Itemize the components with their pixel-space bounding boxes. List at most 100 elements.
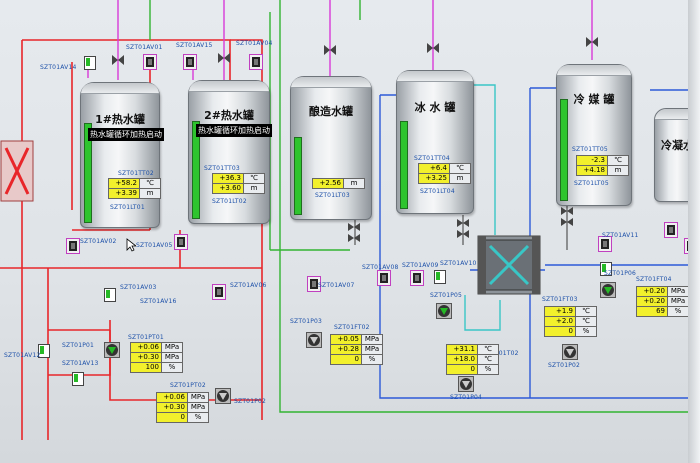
pump-icon[interactable] xyxy=(104,342,120,358)
status-indicator-av14[interactable] xyxy=(84,56,96,70)
tag-ft04: SZT01FT04 xyxy=(636,276,672,283)
reading-value: +0.20 xyxy=(636,286,668,297)
reading-value: 0 xyxy=(156,412,188,423)
manual-valve-icon[interactable] xyxy=(426,42,440,54)
hot-water-tank-2[interactable]: 2#热水罐 xyxy=(188,80,270,224)
reading-value: +0.28 xyxy=(330,344,362,355)
tag-av16: SZT01AV16 xyxy=(140,298,177,305)
status-indicator-p06[interactable] xyxy=(600,262,612,276)
tag-ft03: SZT01FT03 xyxy=(542,296,578,303)
tag-av08: SZT01AV08 xyxy=(362,264,399,271)
reading-value: 100 xyxy=(130,362,162,373)
tank-1-level-tag: SZT01LT01 xyxy=(110,204,145,211)
reading-value: +0.30 xyxy=(156,402,188,413)
tag-av02: SZT01AV02 xyxy=(80,238,117,245)
actuated-valve-av02[interactable] xyxy=(66,238,80,254)
cooling-tower-icon[interactable] xyxy=(0,140,34,202)
status-indicator-av10[interactable] xyxy=(434,270,446,284)
unit: ℃ xyxy=(243,173,265,184)
tag-av04: SZT01AV04 xyxy=(236,40,273,47)
tag-av10: SZT01AV10 xyxy=(440,260,477,267)
reading-unit: % xyxy=(361,354,383,365)
reading-value: +0.05 xyxy=(330,334,362,345)
tag-av11: SZT01AV11 xyxy=(602,232,639,239)
tag-av07: SZT01AV07 xyxy=(318,282,355,289)
reading-value: 0 xyxy=(544,326,576,337)
hot-water-tank-1[interactable]: 1#热水罐 xyxy=(80,82,160,228)
outlet-valve-icon[interactable] xyxy=(560,206,574,236)
manual-valve-icon[interactable] xyxy=(111,54,125,66)
tank-4-temp: +6.4 xyxy=(418,163,450,174)
tank-5-name: 冷 媒 罐 xyxy=(573,93,615,106)
actuated-valve-av15[interactable] xyxy=(183,54,197,70)
unit: ℃ xyxy=(607,155,629,166)
ice-water-tank[interactable]: 冰 水 罐 xyxy=(396,70,474,214)
tag-av03: SZT01AV03 xyxy=(120,284,157,291)
reading-unit: % xyxy=(187,412,209,423)
actuated-valve-av09[interactable] xyxy=(410,270,424,286)
reading-unit: ℃ xyxy=(477,344,499,355)
reading-unit: ℃ xyxy=(575,316,597,327)
pump-icon[interactable] xyxy=(215,388,231,404)
monitor-bezel xyxy=(688,0,700,463)
brewing-water-tank[interactable]: 酿造水罐 xyxy=(290,76,372,220)
manual-valve-icon[interactable] xyxy=(585,36,599,48)
reading-unit: % xyxy=(667,306,689,317)
tank-1-name: 1#热水罐 xyxy=(95,113,145,126)
tank-1-temp: +58.2 xyxy=(108,178,140,189)
reading-unit: MPa xyxy=(361,344,383,355)
tag-p02: SZT01P02 xyxy=(234,398,267,405)
tag-av15: SZT01AV15 xyxy=(176,42,213,49)
actuated-valve-av08[interactable] xyxy=(377,270,391,286)
tank-2-level-bar xyxy=(192,121,200,219)
outlet-valve-icon[interactable] xyxy=(456,218,470,242)
pump-icon[interactable] xyxy=(562,344,578,360)
pump-icon[interactable] xyxy=(600,282,616,298)
tag-cr01: CR01T02 xyxy=(490,350,519,357)
status-indicator-av13[interactable] xyxy=(72,372,84,386)
manual-valve-icon[interactable] xyxy=(217,52,231,64)
outlet-valve-icon[interactable] xyxy=(347,222,361,246)
tag-av12: SZT01AV12 xyxy=(4,352,41,359)
unit: m xyxy=(607,165,629,176)
actuated-valve-av-right[interactable] xyxy=(664,222,678,238)
tank-2-heating-banner[interactable]: 热水罐循环加热启动 xyxy=(196,124,272,137)
tank-1-heating-banner[interactable]: 热水罐循环加热启动 xyxy=(88,128,164,141)
tag-av06: SZT01AV06 xyxy=(230,282,267,289)
tank-5-temp: -2.3 xyxy=(576,155,608,166)
tag-pt02: SZT01PT02 xyxy=(170,382,206,389)
actuated-valve-av01[interactable] xyxy=(143,54,157,70)
actuated-valve-av07[interactable] xyxy=(307,276,321,292)
pump-icon[interactable] xyxy=(306,332,322,348)
tag-av14: SZT01AV14 xyxy=(40,64,77,71)
actuated-valve-av11[interactable] xyxy=(598,236,612,252)
tag-av01: SZT01AV01 xyxy=(126,44,163,51)
pump-icon[interactable] xyxy=(458,376,474,392)
unit: m xyxy=(139,188,161,199)
tag-p04: SZT01P04 xyxy=(450,394,483,401)
tank-3-level: +2.56 xyxy=(312,178,344,189)
unit: m xyxy=(449,173,471,184)
pump-icon[interactable] xyxy=(436,303,452,319)
reading-value: 0 xyxy=(330,354,362,365)
reading-unit: MPa xyxy=(667,286,689,297)
status-indicator-av03[interactable] xyxy=(104,288,116,302)
tag-p05: SZT01P05 xyxy=(430,292,463,299)
tank-cap xyxy=(81,83,159,94)
coolant-tank[interactable]: 冷 媒 罐 xyxy=(556,64,632,206)
reading-unit: ℃ xyxy=(477,354,499,365)
tag-p01: SZT01P01 xyxy=(62,342,95,349)
reading-value: +2.0 xyxy=(544,316,576,327)
actuated-valve-av04[interactable] xyxy=(249,54,263,70)
reading-value: +0.06 xyxy=(130,342,162,353)
actuated-valve-av05[interactable] xyxy=(174,234,188,250)
heat-exchanger-icon[interactable] xyxy=(476,234,542,296)
manual-valve-icon[interactable] xyxy=(323,44,337,56)
actuated-valve-av06[interactable] xyxy=(212,284,226,300)
status-indicator-av12[interactable] xyxy=(38,344,50,358)
